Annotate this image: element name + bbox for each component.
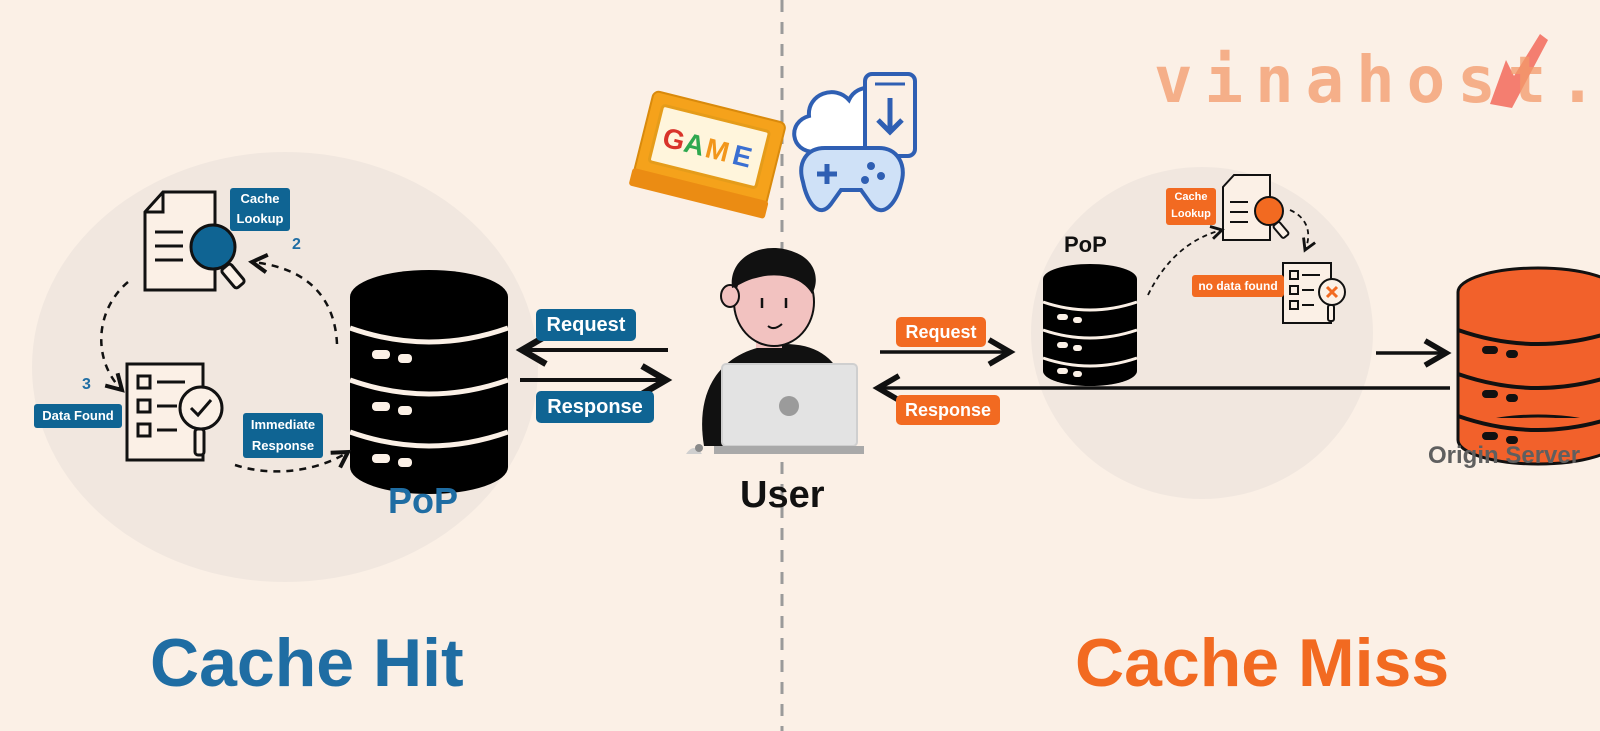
miss-request-badge: Request [896, 317, 986, 347]
miss-arrow-to-lookup [1147, 225, 1225, 296]
vinahost-logo: vinahost. [1154, 44, 1600, 118]
game-cartridge-icon: G A M E [629, 90, 786, 219]
laptop-icon [686, 363, 864, 454]
hit-data-found-badge: Data Found [34, 404, 122, 428]
hit-database-icon [349, 270, 509, 494]
miss-no-data-found-badge: no data found [1192, 275, 1284, 297]
hit-cache-lookup-badge: Cache Lookup [230, 188, 290, 231]
miss-cache-lookup-badge: Cache Lookup [1166, 188, 1216, 225]
hit-arrow-to-found [100, 281, 129, 393]
document-search-icon [143, 190, 246, 292]
checklist-x-icon [1282, 262, 1346, 324]
miss-pop-circle [1031, 167, 1373, 499]
cache-hit-title: Cache Hit [150, 625, 464, 701]
hit-arrow-to-response [234, 449, 352, 473]
miss-response-badge: Response [896, 395, 1000, 425]
hit-step-3: 3 [82, 376, 91, 393]
miss-database-icon [1042, 264, 1138, 386]
miss-document-search-icon [1222, 174, 1290, 241]
miss-arrow-to-nodata [1289, 209, 1316, 253]
hit-immediate-response-badge: Immediate Response [243, 413, 323, 458]
hit-request-badge: Request [536, 309, 636, 341]
cache-miss-title: Cache Miss [1075, 625, 1450, 701]
hit-arrow-to-lookup [248, 253, 339, 345]
cloud-gamepad-phone-icon [792, 72, 917, 213]
hit-response-badge: Response [536, 391, 654, 423]
origin-server-icon [1456, 266, 1600, 466]
hit-step-2: 2 [292, 236, 301, 253]
origin-server-label: Origin Server [1428, 442, 1581, 469]
checklist-check-icon [125, 362, 224, 462]
logo-check-icon [1490, 34, 1548, 108]
miss-pop-label: PoP [1064, 232, 1107, 257]
user-label: User [740, 474, 825, 516]
hit-pop-label: PoP [388, 480, 459, 521]
